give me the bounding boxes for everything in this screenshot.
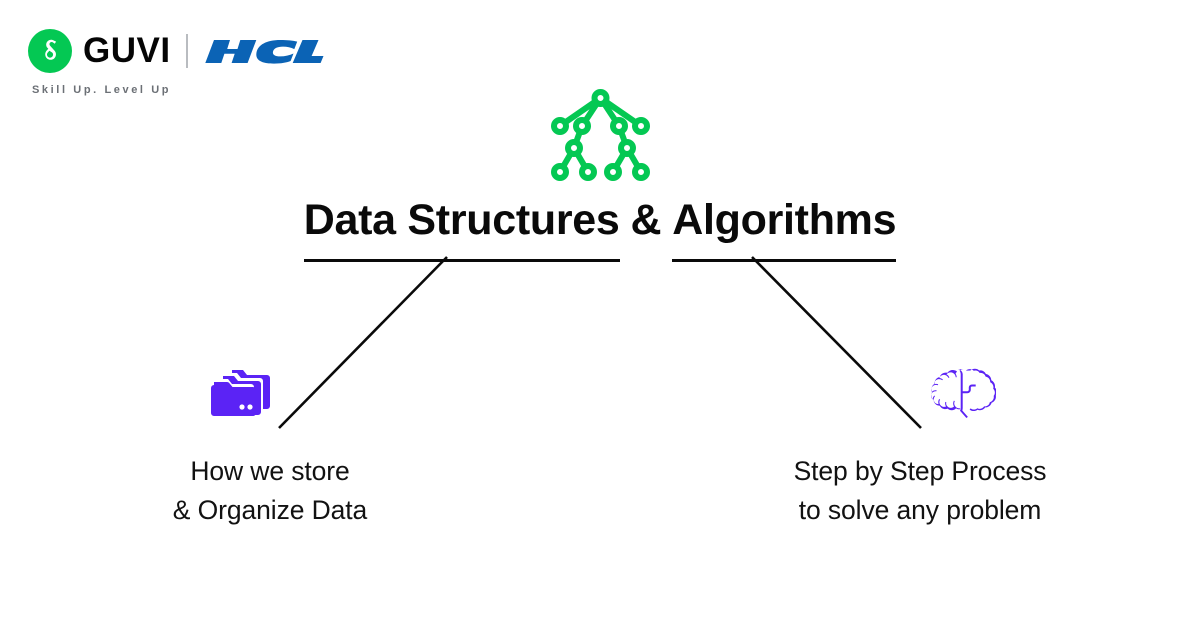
branch-right-caption: Step by Step Process to solve any proble… xyxy=(740,452,1100,530)
hcl-wordmark-icon xyxy=(204,40,324,64)
branch-left-caption: How we store & Organize Data xyxy=(100,452,440,530)
brain-icon xyxy=(931,368,996,418)
page-title: Data Structures&Algorithms xyxy=(0,196,1200,262)
guvi-wordmark: GUVI xyxy=(83,31,171,70)
brand-tagline: Skill Up. Level Up xyxy=(32,84,172,96)
branch-data-structures: How we store & Organize Data xyxy=(100,368,440,530)
connector-line-right xyxy=(751,256,922,429)
stacked-folders-icon xyxy=(211,370,270,416)
branch-algorithms: Step by Step Process to solve any proble… xyxy=(740,368,1100,530)
branch-left-icon-row xyxy=(100,368,440,430)
branch-right-icon-row xyxy=(740,368,1100,430)
title-part-data-structures: Data Structures xyxy=(303,196,620,262)
binary-tree-icon xyxy=(551,89,650,181)
branch-left-caption-line1: How we store xyxy=(190,456,350,486)
connector-line-left xyxy=(278,256,448,429)
branch-left-caption-line2: & Organize Data xyxy=(172,495,368,525)
brand-lockup: GUVI Skill Up. Level Up xyxy=(28,28,358,98)
guvi-g-mark-icon xyxy=(28,29,72,73)
branch-right-caption-line2: to solve any problem xyxy=(798,495,1042,525)
brand-divider xyxy=(185,34,188,68)
title-ampersand: & xyxy=(630,196,662,244)
branch-right-caption-line1: Step by Step Process xyxy=(793,456,1047,486)
brand-row: GUVI xyxy=(28,28,358,74)
title-part-algorithms: Algorithms xyxy=(672,196,897,262)
